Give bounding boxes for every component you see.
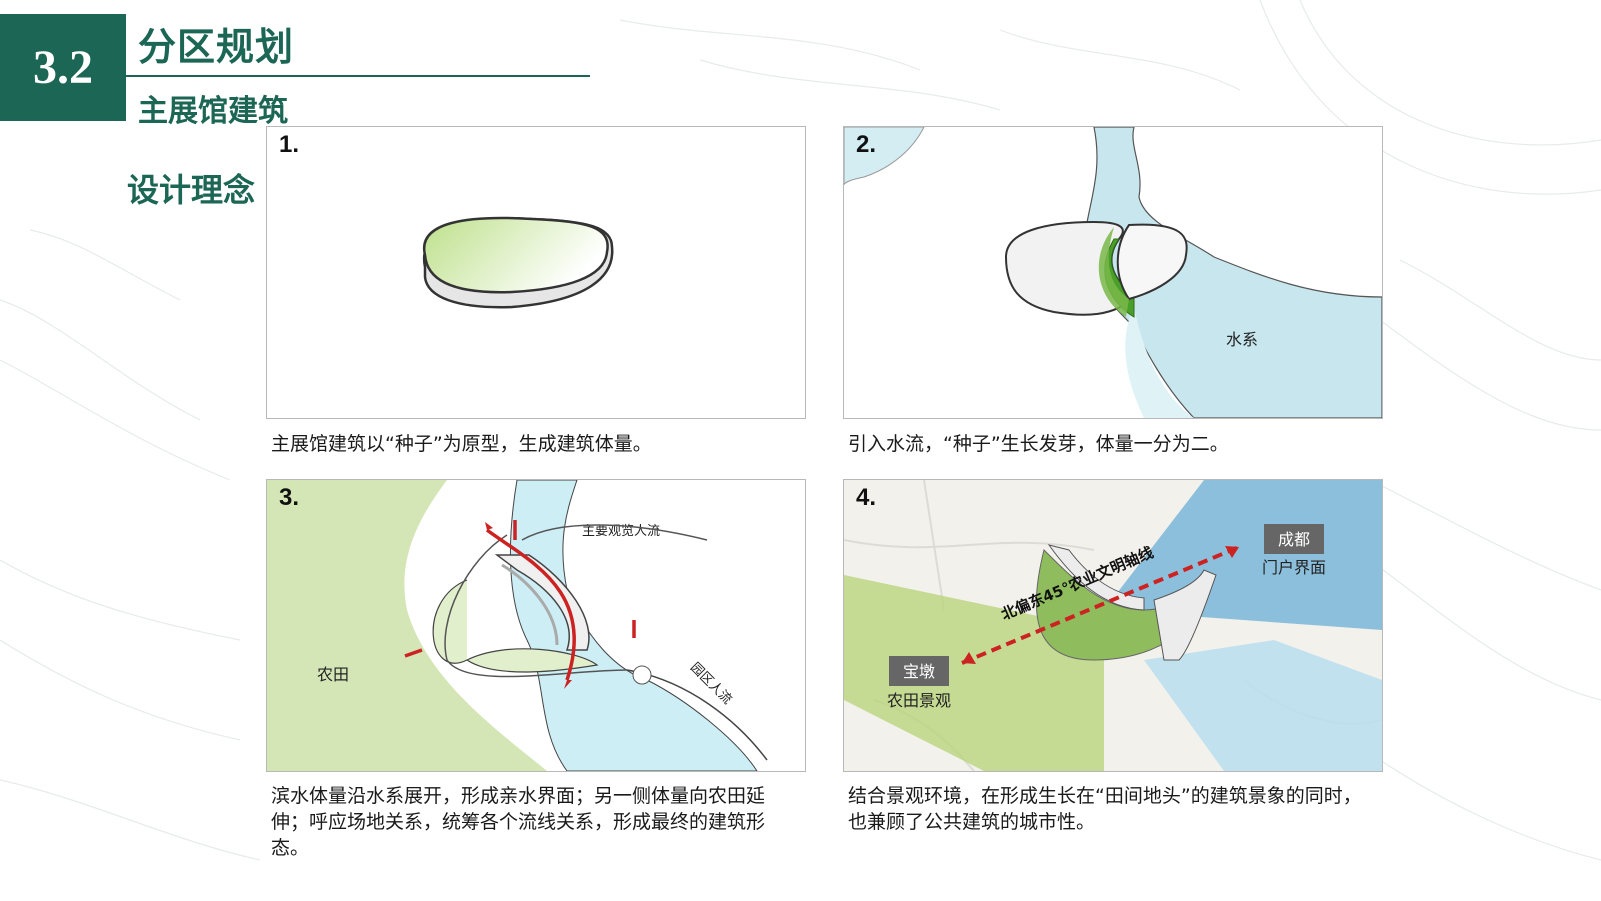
seed-volume-diagram: [422, 216, 614, 309]
design-concept-label: 设计理念: [127, 171, 256, 209]
concept-panel-2: 2. 水系: [843, 126, 1383, 419]
baodun-label: 宝墩: [903, 662, 935, 681]
panel-2-caption: 引入水流，“种子”生长发芽，体量一分为二。: [848, 433, 1229, 455]
title-divider: [126, 75, 590, 77]
farmland-label: 农田: [317, 665, 349, 684]
page-subtitle: 主展馆建筑: [138, 94, 288, 129]
panel-1-caption: 主展馆建筑以“种子”为原型，生成建筑体量。: [271, 433, 652, 455]
panel-4-caption: 结合景观环境，在形成生长在“田间地头”的建筑景象的同时，也兼顾了公共建筑的城市性…: [848, 785, 1362, 833]
concept-panel-4: 4. 北偏东45°农业文明轴线 成都 门户界面 宝墩 农田景观: [843, 479, 1383, 772]
panel-3-number: 3.: [279, 484, 300, 511]
panel-1-number: 1.: [279, 131, 300, 158]
concept-panel-3: 3. 农田 主要观览人流 园区人流: [266, 479, 806, 772]
farmland-view-label: 农田景观: [887, 691, 951, 710]
page-title: 分区规划: [138, 25, 295, 69]
panel-2-number: 2.: [856, 131, 877, 158]
flow-diagram: 农田 主要观览人流 园区人流: [267, 480, 768, 771]
chengdu-label: 成都: [1278, 530, 1310, 549]
panel-4-number: 4.: [856, 484, 877, 511]
water-label: 水系: [1226, 330, 1258, 349]
concept-panel-1: 1.: [266, 126, 806, 419]
axis-diagram: 北偏东45°农业文明轴线 成都 门户界面 宝墩 农田景观: [844, 480, 1382, 771]
split-volume-diagram: 水系: [844, 127, 1382, 418]
park-flow-label: 园区人流: [687, 660, 734, 707]
panel-3-caption: 滨水体量沿水系展开，形成亲水界面；另一侧体量向农田延伸；呼应场地关系，统筹各个流…: [271, 785, 766, 859]
gateway-label: 门户界面: [1262, 558, 1326, 577]
section-number-badge: 3.2: [0, 14, 126, 121]
